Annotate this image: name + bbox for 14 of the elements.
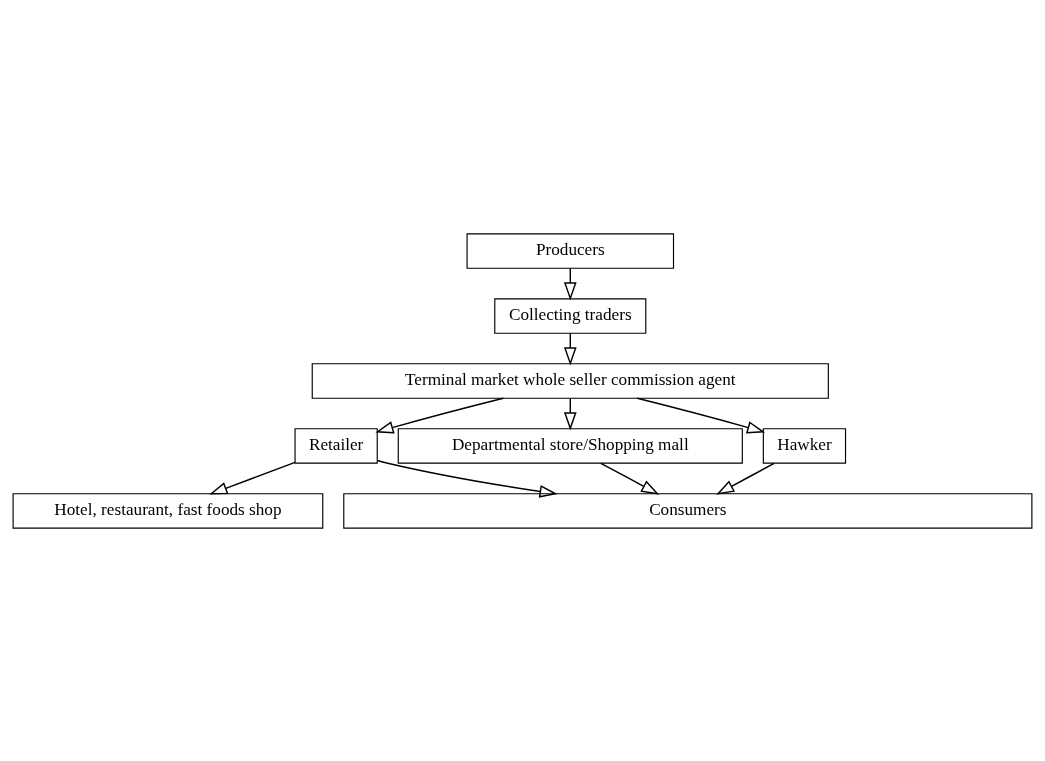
node-box: Consumers (343, 492, 1033, 529)
node-box: Collecting traders (494, 297, 647, 334)
arrow (716, 462, 775, 495)
node-box: Retailer (294, 427, 378, 464)
node-box: Producers (466, 232, 675, 269)
arrow (636, 397, 766, 434)
arrow (375, 397, 504, 434)
arrow (376, 459, 558, 498)
node-box: Hotel, restaurant, fast foods shop (12, 492, 324, 529)
arrow (600, 462, 660, 495)
node-box: Departmental store/Shopping mall (397, 427, 743, 464)
arrow (209, 461, 296, 494)
node-box: Hawker (762, 427, 847, 464)
node-box: Terminal market whole seller commission agent (311, 362, 829, 399)
